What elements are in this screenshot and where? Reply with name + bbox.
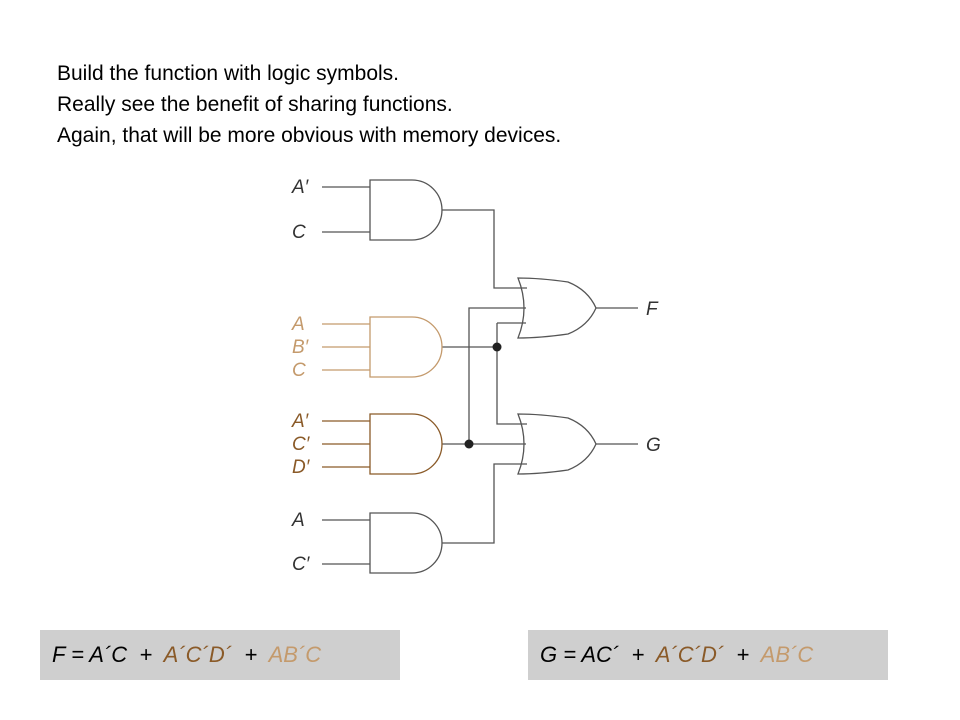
formula-f-box: F = A´C + A´C´D´ + AB´C xyxy=(40,630,400,680)
label-g3-in1: A′ xyxy=(291,411,310,432)
or-gate-g xyxy=(517,413,597,475)
label-g1-in2: C xyxy=(292,222,306,243)
and-gate-4 xyxy=(369,512,443,574)
formula-g-box: G = AC´ + A´C´D´ + AB´C xyxy=(528,630,888,680)
formula-g-term2: A´C´D´ xyxy=(655,642,725,667)
label-g4-in2: C′ xyxy=(292,554,311,575)
formula-g-plus1: + xyxy=(619,642,656,667)
label-g2-in2: B′ xyxy=(292,337,310,358)
intro-line-3: Again, that will be more obvious with me… xyxy=(57,124,562,147)
formula-g-term3: AB´C xyxy=(760,642,814,667)
formula-f-term1: F = A´C xyxy=(52,642,128,667)
wire-g1-out xyxy=(442,209,527,289)
label-output-f: F xyxy=(646,299,659,320)
label-g2-in1: A xyxy=(291,314,305,335)
junction-dot-1 xyxy=(492,342,502,352)
wire-g4-out xyxy=(442,463,527,544)
and-gate-1 xyxy=(369,179,443,241)
intro-line-1: Build the function with logic symbols. xyxy=(57,62,399,85)
label-g1-in1: A′ xyxy=(291,177,310,198)
or-gate-f xyxy=(517,277,597,339)
formula-g-term1: G = AC´ xyxy=(540,642,620,667)
and-gate-2 xyxy=(369,316,443,378)
formula-g-plus2: + xyxy=(724,642,761,667)
intro-line-2: Really see the benefit of sharing functi… xyxy=(57,93,453,116)
intro-text: Build the function with logic symbols. R… xyxy=(57,58,561,151)
formula-f-term2: A´C´D´ xyxy=(163,642,233,667)
wire-g3-out xyxy=(442,307,526,445)
label-g3-in3: D′ xyxy=(292,457,311,478)
label-g3-in2: C′ xyxy=(292,434,311,455)
label-output-g: G xyxy=(646,435,661,456)
label-g2-in3: C xyxy=(292,360,306,381)
formula-f-plus2: + xyxy=(232,642,269,667)
formula-f-plus1: + xyxy=(127,642,164,667)
label-g4-in1: A xyxy=(291,510,305,531)
junction-dot-2 xyxy=(464,439,474,449)
and-gate-3 xyxy=(369,413,443,475)
formula-f-term3: AB´C xyxy=(268,642,322,667)
wire-g2-out xyxy=(442,346,527,425)
